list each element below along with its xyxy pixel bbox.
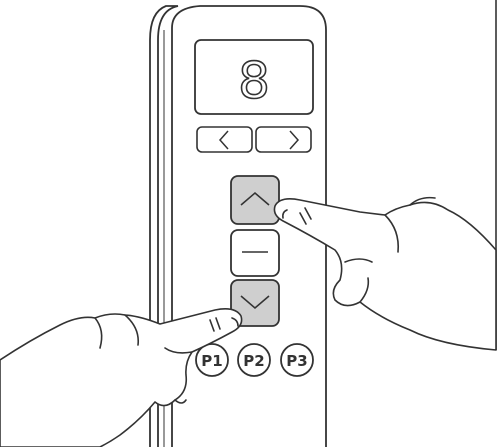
preset-p2-button[interactable]: P2 [237, 343, 271, 377]
chevron-left-icon [218, 130, 229, 150]
chevron-down-icon [240, 295, 270, 310]
up-button[interactable] [230, 175, 280, 225]
preset-p1-label: P1 [201, 352, 222, 370]
nav-left-button[interactable] [196, 126, 253, 153]
display-digit: 8 [238, 52, 270, 110]
nav-right-button[interactable] [255, 126, 312, 153]
right-hand [273, 196, 497, 351]
left-hand [0, 308, 243, 447]
chevron-up-icon [240, 191, 270, 206]
preset-p2-label: P2 [243, 352, 264, 370]
preset-p3-label: P3 [286, 352, 307, 370]
down-button[interactable] [230, 279, 280, 327]
chevron-right-icon [289, 130, 300, 150]
preset-p3-button[interactable]: P3 [280, 343, 314, 377]
lcd-display: 8 [194, 39, 314, 115]
preset-p1-button[interactable]: P1 [195, 343, 229, 377]
stop-button[interactable] [230, 229, 280, 277]
